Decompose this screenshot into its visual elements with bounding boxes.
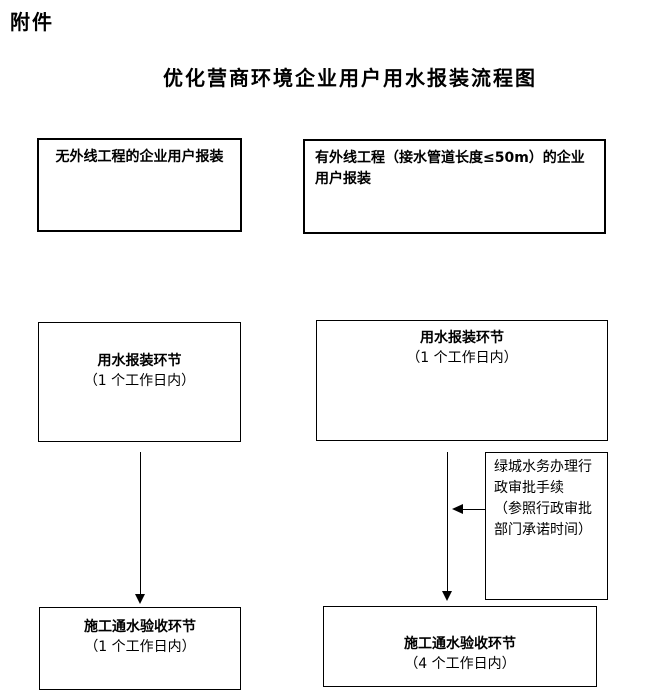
arrow-left-side-icon	[452, 504, 463, 514]
box-step2-right-title: 施工通水验收环节	[404, 636, 516, 652]
box-entry-with-external-works-label: 有外线工程（接水管道长度≤50m）的企业用户报装	[315, 150, 585, 187]
attachment-label: 附件	[10, 10, 54, 34]
side-note-title: 绿城水务办理行政审批手续	[494, 459, 592, 496]
box-step1-right-title: 用水报装环节	[420, 330, 504, 346]
side-note-detail: （参照行政审批部门承诺时间）	[494, 501, 592, 538]
box-step2-left: 施工通水验收环节 （1 个工作日内）	[39, 607, 241, 690]
box-entry-with-external-works: 有外线工程（接水管道长度≤50m）的企业用户报装	[303, 139, 606, 234]
box-step2-left-title: 施工通水验收环节	[84, 619, 196, 635]
arrow-down-left-shaft	[140, 452, 141, 595]
box-step1-left: 用水报装环节 （1 个工作日内）	[38, 322, 241, 442]
box-step1-right-duration: （1 个工作日内）	[406, 350, 518, 366]
box-entry-no-external-works: 无外线工程的企业用户报装	[37, 138, 242, 232]
page-title: 优化营商环境企业用户用水报装流程图	[163, 66, 537, 90]
arrow-left-side-shaft	[462, 509, 485, 510]
arrow-down-left-icon	[135, 594, 145, 604]
box-entry-no-external-works-label: 无外线工程的企业用户报装	[55, 149, 224, 165]
arrow-down-right-shaft	[447, 452, 448, 592]
box-side-note-approval: 绿城水务办理行政审批手续 （参照行政审批部门承诺时间）	[485, 452, 608, 600]
arrow-down-right-icon	[442, 591, 452, 601]
box-step2-right: 施工通水验收环节 （4 个工作日内）	[323, 606, 597, 687]
box-step1-right: 用水报装环节 （1 个工作日内）	[316, 320, 608, 441]
box-step2-left-duration: （1 个工作日内）	[84, 639, 196, 655]
box-step1-left-duration: （1 个工作日内）	[83, 373, 196, 389]
box-step2-right-duration: （4 个工作日内）	[404, 656, 516, 672]
box-step1-left-title: 用水报装环节	[97, 353, 182, 369]
